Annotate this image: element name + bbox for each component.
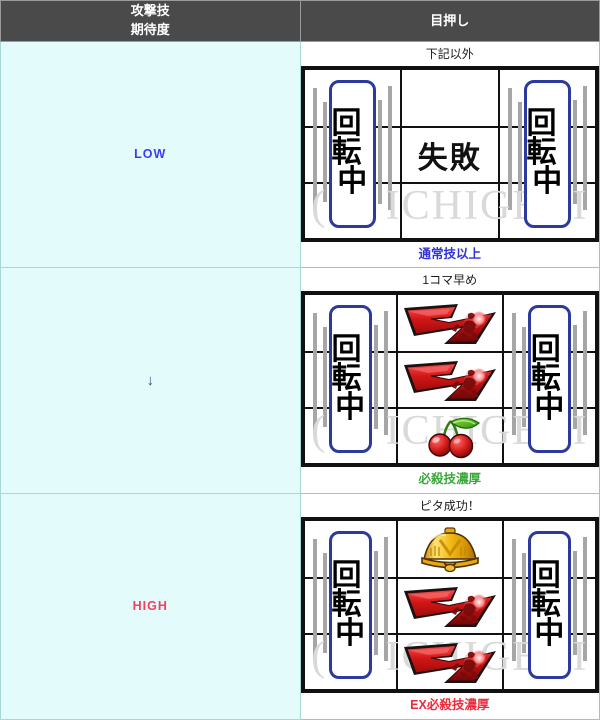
slot-machine-wrapper: 回転中 — [300, 291, 599, 468]
reel-cell — [402, 181, 498, 238]
red-seven-symbol — [403, 643, 496, 684]
slot-reel-2 — [395, 295, 502, 464]
result-label: EX必殺技濃厚 — [410, 698, 490, 713]
slot-machine-wrapper: 回転中失敗回転中(C) ICHIGEKI — [300, 65, 599, 242]
slot-reel-1: 回転中 — [304, 295, 396, 463]
spinning-placard: 回転中 — [527, 531, 571, 680]
reel-cell — [397, 407, 502, 463]
spinning-placard-line2: 中 — [335, 616, 366, 650]
spinning-placard-line2: 中 — [534, 390, 565, 424]
result-label: 必殺技濃厚 — [418, 472, 481, 487]
slot-reel-3: 回転中 — [501, 295, 595, 464]
spinning-placard-line2: 中 — [335, 390, 366, 424]
reel-cell — [398, 521, 502, 577]
expectation-label: HIGH — [132, 599, 168, 614]
red-seven-symbol — [403, 304, 496, 345]
timing-caption: 下記以外 — [425, 47, 474, 61]
slot-reel-1: 回転中 — [304, 521, 396, 689]
spinning-placard-line1: 回転 — [530, 559, 561, 621]
slot-machine-2: 回転中 — [300, 291, 599, 468]
timing-cell-3: ピタ成功！回転中 — [299, 492, 600, 720]
table-row: ↓1コマ早め回転中 — [0, 266, 600, 494]
reel-result-text: 失敗 — [417, 141, 482, 175]
red-seven-symbol — [403, 587, 496, 628]
expectation-cell-2: ↓ — [0, 266, 301, 494]
spinning-placard-line1: 回転 — [526, 107, 557, 170]
header-attack-expectation-line2: 期待度 — [130, 22, 170, 37]
reel-cell: 失敗 — [402, 125, 498, 182]
spinning-placard-line2: 中 — [532, 164, 563, 198]
expectation-cell-1: LOW — [0, 41, 301, 268]
expectation-label: LOW — [134, 147, 167, 162]
slot-reel-2: 失敗 — [400, 69, 498, 238]
slot-machine-wrapper: 回転中 — [300, 517, 599, 694]
timing-caption: ピタ成功！ — [419, 498, 480, 513]
spinning-placard: 回転中 — [523, 79, 571, 228]
spinning-placard: 回転中 — [328, 305, 372, 454]
slot-reel-3: 回転中 — [497, 69, 595, 238]
reel-cell — [398, 295, 502, 351]
spinning-placard-line1: 回転 — [331, 559, 362, 621]
spinning-placard-line1: 回転 — [530, 333, 561, 396]
slot-reel-2 — [395, 521, 502, 690]
header-timing: 目押し — [299, 0, 600, 42]
slot-machine-3: 回転中 — [300, 517, 599, 694]
expectation-cell-3: HIGH — [0, 492, 301, 720]
reel-cell — [397, 633, 502, 689]
spinning-placard: 回転中 — [527, 305, 571, 454]
slot-machine-1: 回転中失敗回転中(C) ICHIGEKI — [300, 65, 599, 242]
slot-reel-1: 回転中 — [304, 70, 400, 238]
timing-cell-2: 1コマ早め回転中 — [299, 266, 600, 494]
timing-caption: 1コマ早め — [422, 272, 478, 287]
reel-cell — [397, 577, 502, 633]
result-label: 通常技以上 — [418, 246, 481, 261]
spinning-placard-line1: 回転 — [331, 333, 362, 396]
expectation-label: ↓ — [146, 371, 155, 389]
header-attack-expectation: 攻撃技 期待度 — [0, 0, 301, 42]
cherry-symbol — [428, 418, 480, 459]
slot-reel-3: 回転中 — [501, 521, 595, 690]
spinning-placard-line2: 中 — [337, 164, 368, 198]
reel-cell — [397, 351, 502, 407]
header-attack-expectation-line1: 攻撃技 — [130, 3, 170, 19]
bell-symbol — [420, 527, 479, 573]
spinning-placard: 回転中 — [328, 531, 372, 680]
spinning-placard-line2: 中 — [534, 616, 565, 650]
red-seven-symbol — [403, 361, 496, 402]
spinning-placard-line1: 回転 — [331, 107, 362, 170]
table-header-row: 攻撃技 期待度 目押し — [0, 0, 600, 42]
reel-cell — [402, 70, 498, 126]
spinning-placard: 回転中 — [328, 79, 376, 228]
